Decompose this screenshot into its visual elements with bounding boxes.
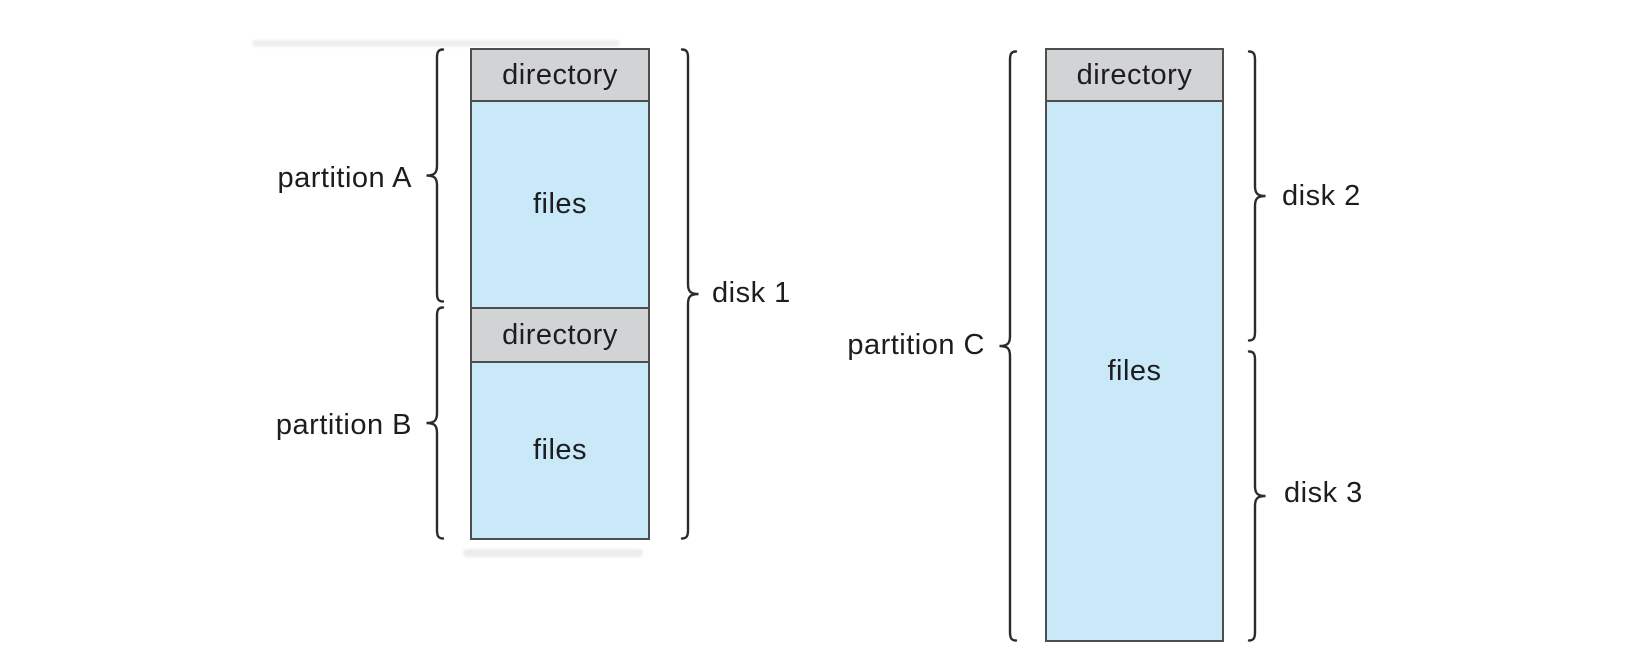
partition-c-files-label: files bbox=[1107, 354, 1162, 387]
disk23-stack: directory files bbox=[1045, 48, 1224, 642]
disk-2-label: disk 2 bbox=[1282, 180, 1361, 212]
partition-b-files-label: files bbox=[532, 434, 588, 466]
disk-1-brace bbox=[680, 48, 699, 540]
brace-path bbox=[426, 306, 445, 540]
partition-a-directory-block: directory bbox=[472, 50, 648, 100]
disk-2-brace bbox=[1247, 50, 1266, 342]
brace-path bbox=[999, 50, 1018, 642]
partition-c-label: partition C bbox=[847, 329, 985, 361]
brace-path bbox=[1247, 350, 1266, 642]
partition-a-label: partition A bbox=[277, 162, 412, 194]
partition-a-files-label: files bbox=[532, 188, 588, 220]
partition-c-files-block: files bbox=[1047, 100, 1222, 640]
scan-artifact-bottom bbox=[463, 549, 643, 557]
partition-a-brace bbox=[426, 48, 445, 303]
partition-c-brace bbox=[999, 50, 1018, 642]
scan-artifact-top bbox=[252, 40, 620, 47]
partition-c-directory-block: directory bbox=[1047, 50, 1222, 100]
partition-b-files-block: files bbox=[472, 361, 648, 538]
partition-c-directory-label: directory bbox=[1076, 58, 1193, 91]
brace-path bbox=[680, 48, 699, 540]
partition-b-brace bbox=[426, 306, 445, 540]
disk-3-brace bbox=[1247, 350, 1266, 642]
partition-b-label: partition B bbox=[275, 409, 412, 441]
partition-a-directory-label: directory bbox=[502, 58, 618, 91]
partition-a-files-block: files bbox=[472, 100, 648, 307]
partition-b-directory-label: directory bbox=[502, 318, 618, 351]
disk1-stack: directory files directory files bbox=[470, 48, 650, 540]
disk-1-label: disk 1 bbox=[712, 277, 791, 309]
disk-3-label: disk 3 bbox=[1284, 477, 1363, 509]
partition-b-directory-block: directory bbox=[472, 307, 648, 361]
brace-path bbox=[426, 48, 445, 303]
brace-path bbox=[1247, 50, 1266, 342]
